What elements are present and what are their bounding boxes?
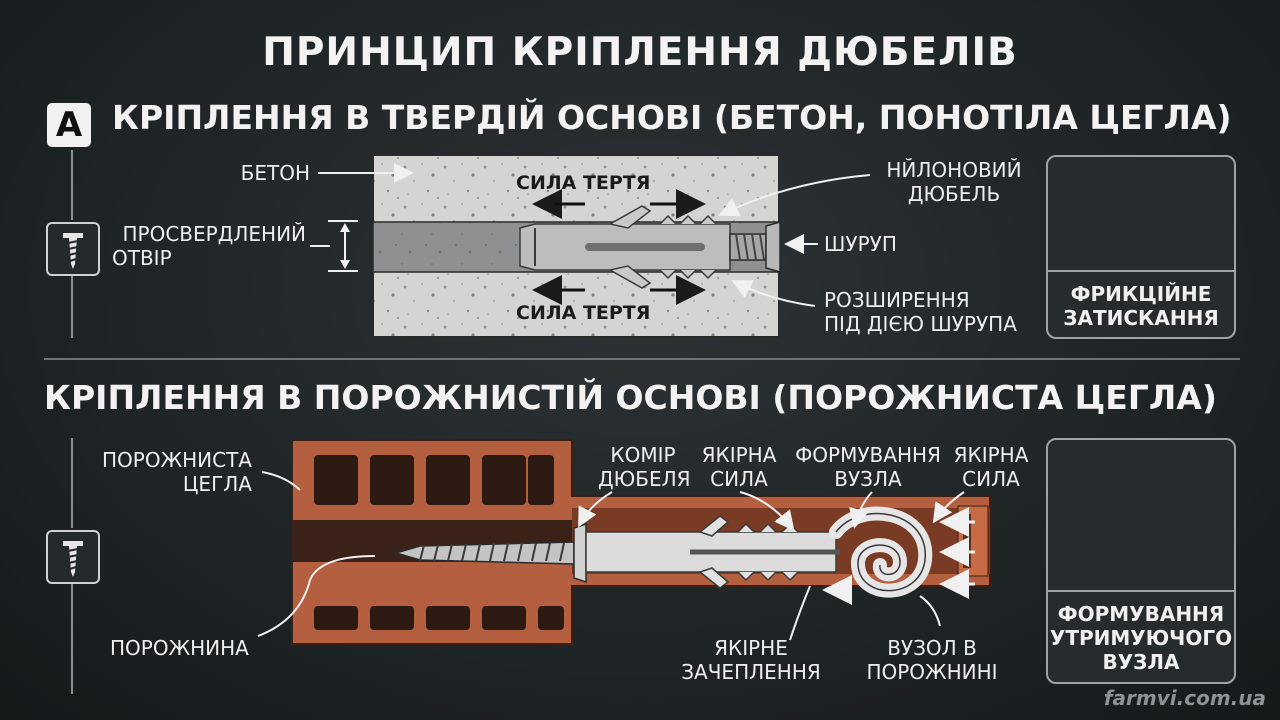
section-b-timeline-bottom <box>71 584 73 694</box>
label-nylon-dowel-1: НЙЛОНОВИЙ <box>886 158 1022 182</box>
label-knot-forming-2: ВУЗЛА <box>834 467 902 491</box>
label-drilled-hole-1: ПРОСВЕРДЛЕНИЙ <box>122 222 307 246</box>
panel-a-divider <box>1048 270 1234 272</box>
section-divider <box>44 358 1240 360</box>
label-friction-top: СИЛА ТЕРТЯ <box>516 172 651 194</box>
panel-b-line2: УТРИМУЮЧОГО <box>1049 626 1233 650</box>
section-a-heading: КРІПЛЕННЯ В ТВЕРДІЙ ОСНОВІ (БЕТОН, ПОНОТ… <box>112 98 1232 137</box>
label-anchor-engage-2: ЗАЧЕПЛЕННЯ <box>681 660 821 684</box>
section-b-heading: КРІПЛЕННЯ В ПОРОЖНИСТІЙ ОСНОВІ (ПОРОЖНИС… <box>44 378 1217 417</box>
screw-icon-box-b <box>46 530 100 584</box>
label-concrete: БЕТОН <box>240 161 310 185</box>
friction-clamp-panel <box>1046 155 1236 339</box>
section-a-timeline-bottom <box>71 276 73 338</box>
panel-a-line2: ЗАТИСКАННЯ <box>1063 306 1219 330</box>
label-knot-cavity-1: ВУЗОЛ В <box>887 636 977 660</box>
section-b-timeline-top <box>71 438 73 528</box>
label-collar-2: ДЮБЕЛЯ <box>598 467 691 491</box>
knot-forming-panel <box>1046 438 1236 684</box>
page-title: ПРИНЦИП КРІПЛЕННЯ ДЮБЕЛІВ <box>262 30 1018 75</box>
label-anchor-force-2b: СИЛА <box>962 467 1020 491</box>
hole-dimension <box>310 220 358 272</box>
label-hollow-brick-1: ПОРОЖНИСТА <box>102 448 252 472</box>
watermark: farmvi.com.ua <box>1103 686 1266 710</box>
label-friction-bottom: СИЛА ТЕРТЯ <box>516 302 651 324</box>
screw-icon-box-a <box>46 222 100 276</box>
label-collar-1: КОМІР <box>610 443 676 467</box>
nylon-dowel <box>519 205 731 289</box>
label-anchor-engage-1: ЯКІРНЕ <box>714 636 788 660</box>
panel-a-line1: ФРИКЦІЙНЕ <box>1070 282 1212 306</box>
panel-b-line3: ВУЗЛА <box>1102 650 1180 674</box>
label-cavity: ПОРОЖНИНА <box>110 636 249 660</box>
label-drilled-hole-2: ОТВІР <box>112 246 172 270</box>
panel-b-line1: ФОРМУВАННЯ <box>1057 602 1225 626</box>
label-screw: ШУРУП <box>824 232 897 256</box>
panel-b-divider <box>1048 590 1234 592</box>
leader-lines-a <box>318 163 871 307</box>
screw-a <box>729 221 781 273</box>
label-expansion-1: РОЗШИРЕННЯ <box>824 288 970 312</box>
label-hollow-brick-2: ЦЕГЛА <box>182 472 252 496</box>
label-expansion-2: ПІД ДІЄЮ ШУРУПА <box>824 312 1017 336</box>
screw-b <box>393 522 587 584</box>
section-a-badge: A <box>47 103 91 147</box>
section-a-timeline-top <box>71 150 73 220</box>
label-knot-forming-1: ФОРМУВАННЯ <box>795 443 941 467</box>
label-nylon-dowel-2: ДЮБЕЛЬ <box>907 182 1001 206</box>
dowel-knot <box>585 506 933 598</box>
screw-icon <box>63 233 83 269</box>
label-anchor-force-1a: ЯКІРНА <box>701 443 777 467</box>
label-knot-cavity-2: ПОРОЖНИНІ <box>866 660 998 684</box>
leader-lines-b <box>257 471 965 641</box>
screw-icon <box>63 541 83 577</box>
label-anchor-force-1b: СИЛА <box>710 467 768 491</box>
label-anchor-force-2a: ЯКІРНА <box>953 443 1029 467</box>
friction-arrows <box>532 189 706 305</box>
